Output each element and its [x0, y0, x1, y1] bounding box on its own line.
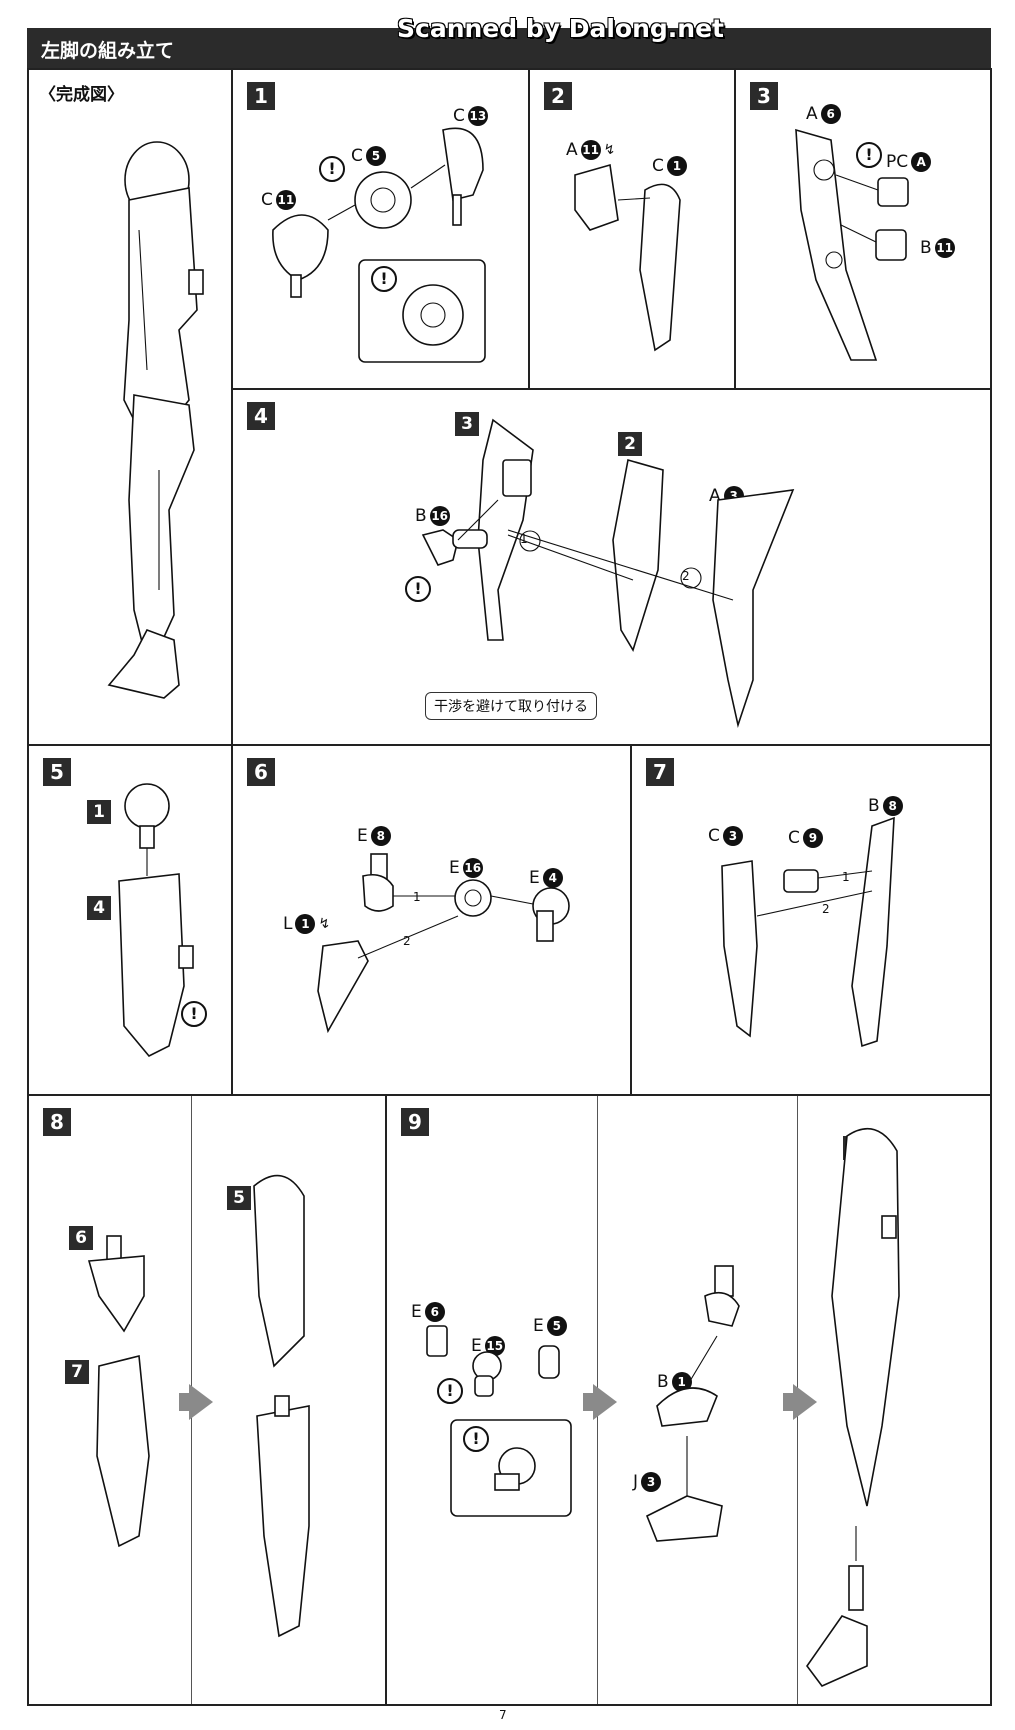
warning-icon: !	[181, 1001, 207, 1027]
order-marker: 2	[682, 569, 690, 583]
reference-badge: 5	[227, 1186, 251, 1210]
step-5-illustration	[118, 783, 194, 1057]
step-number: 7	[646, 758, 674, 786]
page-number: 7	[499, 1708, 507, 1722]
step-7-illustration	[721, 816, 895, 1048]
step-2-illustration	[574, 163, 681, 352]
step-number: 8	[43, 1108, 71, 1136]
warning-icon: !	[437, 1378, 463, 1404]
order-marker: 1	[842, 870, 850, 884]
reference-badge: 4	[87, 896, 111, 920]
warning-icon: !	[463, 1426, 489, 1452]
order-marker: 2	[403, 934, 411, 948]
next-arrow-stem	[179, 1393, 191, 1411]
warning-icon: !	[319, 156, 345, 182]
step-number: 5	[43, 758, 71, 786]
reference-badge: 3	[455, 412, 479, 436]
step-number: 4	[247, 402, 275, 430]
warning-icon: !	[371, 266, 397, 292]
step-number: 2	[544, 82, 572, 110]
next-step-arrow-icon	[793, 1384, 817, 1420]
step-6-illustration	[317, 853, 570, 1034]
section-header: 左脚の組み立て	[27, 28, 991, 68]
next-arrow-stem	[783, 1393, 795, 1411]
step-8-panel: 8 6 7 5	[27, 1094, 387, 1706]
reference-badge: 2	[618, 432, 642, 456]
step-number: 3	[750, 82, 778, 110]
warning-icon: !	[856, 142, 882, 168]
step-5-panel: 5 1 4 !	[27, 744, 233, 1096]
order-marker: 1	[413, 890, 421, 904]
step-1-illustration	[272, 127, 486, 363]
warning-icon: !	[405, 576, 431, 602]
step-number: 1	[247, 82, 275, 110]
step-8-illustration	[87, 1174, 310, 1638]
next-arrow-stem	[583, 1393, 595, 1411]
step-9-illustration	[426, 1127, 900, 1687]
reference-badge: 6	[69, 1226, 93, 1250]
section-title: 左脚の組み立て	[41, 40, 175, 62]
step-4-illustration	[421, 418, 795, 728]
cut-mark-icon: ↯	[318, 916, 331, 932]
completed-view-panel: 〈完成図〉	[27, 68, 233, 746]
next-step-arrow-icon	[593, 1384, 617, 1420]
assembly-note-callout: 干渉を避けて取り付ける	[425, 692, 597, 720]
step-number: 9	[401, 1108, 429, 1136]
step-3-illustration	[795, 128, 909, 361]
scan-watermark: Scanned by Dalong.net	[397, 14, 725, 43]
cut-mark-icon: ↯	[603, 142, 616, 158]
order-marker: 2	[822, 902, 830, 916]
step-9-panel: 9 E6 E15 E5 B1 J3 8 !	[385, 1094, 992, 1706]
next-step-arrow-icon	[189, 1384, 213, 1420]
step-number: 6	[247, 758, 275, 786]
leg-complete-illustration	[107, 141, 204, 699]
reference-badge: 7	[65, 1360, 89, 1384]
completed-view-label: 〈完成図〉	[39, 85, 124, 105]
reference-badge: 1	[87, 800, 111, 824]
order-marker: 1	[520, 532, 528, 546]
